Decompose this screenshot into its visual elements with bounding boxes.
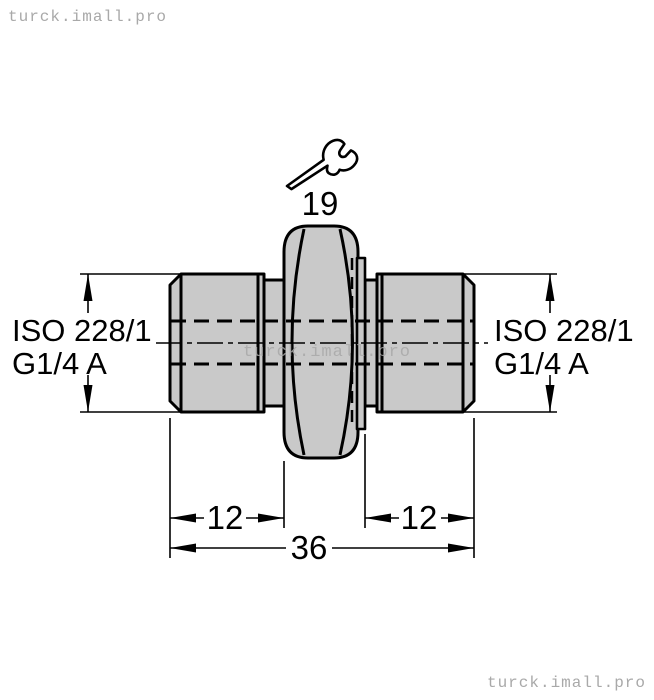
arrow-right xyxy=(448,543,474,553)
thread-label-left-line1: ISO 228/1 xyxy=(12,313,152,348)
hidden-lines xyxy=(156,258,488,429)
dim-value-left-12: 12 xyxy=(207,499,244,536)
thread-label-left-line2: G1/4 A xyxy=(12,346,107,381)
thread-label-right-line2: G1/4 A xyxy=(494,346,589,381)
fitting-body xyxy=(168,224,476,460)
arrow-down xyxy=(545,385,555,412)
arrow-left xyxy=(170,513,196,523)
dim-value-right-12: 12 xyxy=(401,499,438,536)
watermark-bottom-right: turck.imall.pro xyxy=(486,674,646,692)
arrow-down xyxy=(83,385,93,412)
wrench-size-label: 19 xyxy=(302,185,339,222)
arrow-right xyxy=(448,513,474,523)
watermark-center: turck.imall.pro xyxy=(243,343,411,362)
wrench-icon xyxy=(285,138,359,191)
arrow-up xyxy=(83,274,93,301)
dim-value-36: 36 xyxy=(291,529,328,566)
hex-nut xyxy=(282,224,360,460)
arrow-left xyxy=(365,513,391,523)
watermark-top-left: turck.imall.pro xyxy=(8,8,168,26)
dimension-arrows xyxy=(83,274,555,553)
arrow-right xyxy=(258,513,284,523)
arrow-left xyxy=(170,543,196,553)
hex-face-edge-left xyxy=(290,228,306,456)
thread-label-right-line1: ISO 228/1 xyxy=(494,313,634,348)
arrow-up xyxy=(545,274,555,301)
